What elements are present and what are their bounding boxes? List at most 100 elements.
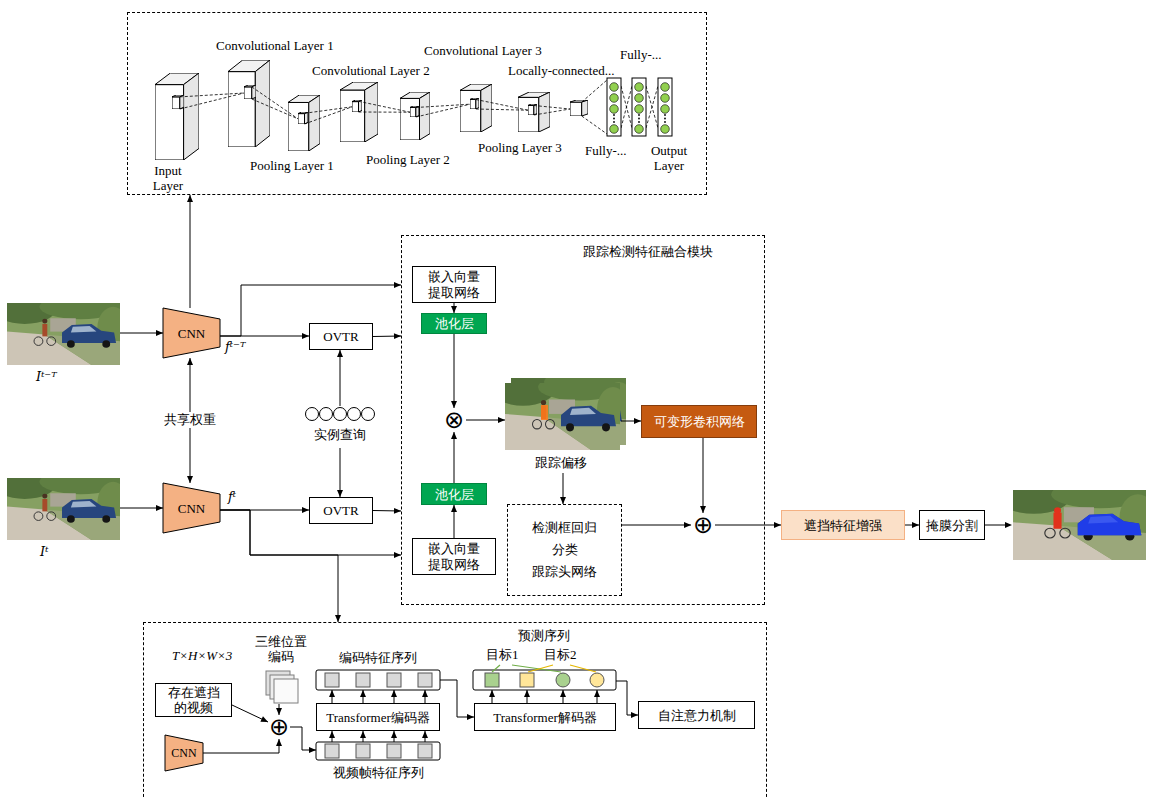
illustration-part [570, 100, 588, 116]
arrow-head [187, 476, 193, 483]
illustration-part [613, 121, 615, 123]
connector [422, 690, 428, 703]
illustration-part [418, 673, 432, 687]
text-slot: Fully-... [585, 143, 627, 159]
illustration-part [528, 665, 553, 672]
illustration-part [0, 468, 129, 540]
node-text: OVTR [323, 329, 358, 344]
text-slot: Output Layer [643, 143, 695, 174]
node-text: Iᵗ [40, 544, 48, 559]
arrow-head [337, 490, 343, 497]
illustration-part [985, 525, 1005, 526]
illustration-part [582, 116, 607, 134]
process-box: 存在遮挡 的视频 [155, 683, 232, 717]
illustration-part [1053, 507, 1141, 535]
connector-line [622, 525, 691, 526]
illustration-part [607, 78, 621, 136]
node-text: CNN [178, 501, 205, 516]
connector [120, 330, 163, 336]
connector [560, 690, 566, 703]
arrow-head [302, 507, 309, 513]
connector [715, 522, 781, 528]
connector [560, 473, 566, 504]
connector [232, 705, 268, 722]
illustration-part [635, 125, 644, 134]
illustration-part [298, 112, 308, 124]
text-slot: 视频帧特征序列 [316, 765, 440, 781]
arrow-head [524, 690, 530, 697]
arrow-head [684, 522, 691, 528]
arrow-head [329, 731, 335, 738]
illustration-part [325, 673, 339, 687]
node-text: 遮挡特征增强 [804, 518, 882, 533]
arrow-head [560, 497, 566, 504]
arrow-head [335, 615, 341, 622]
connector [391, 731, 397, 742]
connector-line [454, 334, 455, 408]
illustration-part [664, 114, 666, 116]
arrow-head [422, 690, 428, 697]
video-frame: Iᵗ⁻ᵀ [7, 303, 120, 393]
node-text: CNN [178, 326, 205, 341]
illustration-part [664, 121, 666, 123]
illustration-part [476, 109, 528, 110]
connector-line [340, 350, 341, 406]
node-text: 池化层 [435, 487, 474, 502]
node-text: 实例查询 [314, 427, 366, 442]
illustration-part [476, 100, 528, 111]
text-slot: Pooling Layer 1 [250, 158, 334, 174]
illustration-part [316, 742, 440, 760]
illustration-part [387, 744, 401, 758]
node-text: ⊕ [269, 715, 289, 739]
offset-frame: 跟踪偏移 [505, 383, 621, 473]
node-text: Output Layer [643, 143, 695, 173]
arrow-head [187, 195, 193, 202]
trapezoid-outline [163, 308, 220, 358]
node-text: 嵌入向量 提取网络 [418, 269, 490, 301]
node-text: Input Layer [146, 163, 190, 193]
node-text: 跟踪检测特征融合模块 [583, 244, 713, 259]
connector [373, 333, 401, 339]
process-box: OVTR [309, 497, 373, 524]
text-slot: 目标2 [544, 647, 577, 663]
connector [329, 731, 335, 742]
text-slot: T×H×W×3 [172, 648, 232, 664]
illustration-part [356, 673, 370, 687]
illustration-part [473, 670, 616, 690]
illustration-part [534, 109, 570, 115]
connector [276, 704, 282, 715]
illustration-part [0, 293, 129, 365]
connector-line [715, 525, 781, 526]
position-encoding: 三维位置 编码 [252, 634, 310, 704]
connector-line [703, 438, 704, 513]
arrow-head [391, 690, 397, 697]
cnn-backbone: CNN [163, 308, 220, 358]
connector [451, 303, 457, 313]
arrow-head [451, 505, 457, 512]
process-box: 遮挡特征增强 [781, 510, 905, 540]
illustration-part [610, 83, 619, 92]
connector [337, 350, 343, 406]
illustration-part [306, 408, 375, 421]
connector [360, 690, 366, 703]
text-slot: 预测序列 [518, 628, 570, 644]
illustration-part [638, 118, 640, 120]
text-slot: 跟踪检测特征融合模块 [583, 244, 713, 260]
edge-label: 共享权重 [162, 412, 218, 428]
arrow-head [394, 508, 401, 514]
arrow-head [451, 401, 457, 408]
feature-sequence: 视频帧特征序列 [316, 742, 440, 786]
illustration-part [590, 673, 604, 687]
illustration-part [155, 73, 199, 160]
connector [451, 334, 457, 408]
text-slot: Input Layer [146, 163, 190, 194]
arrow-head [394, 282, 401, 288]
connector [220, 510, 341, 622]
illustration-part [541, 405, 548, 420]
node-text: Convolutional Layer 3 [424, 43, 542, 58]
arrow-head [394, 333, 401, 339]
illustration-part [520, 673, 534, 687]
text-slot: Convolutional Layer 1 [216, 38, 334, 54]
